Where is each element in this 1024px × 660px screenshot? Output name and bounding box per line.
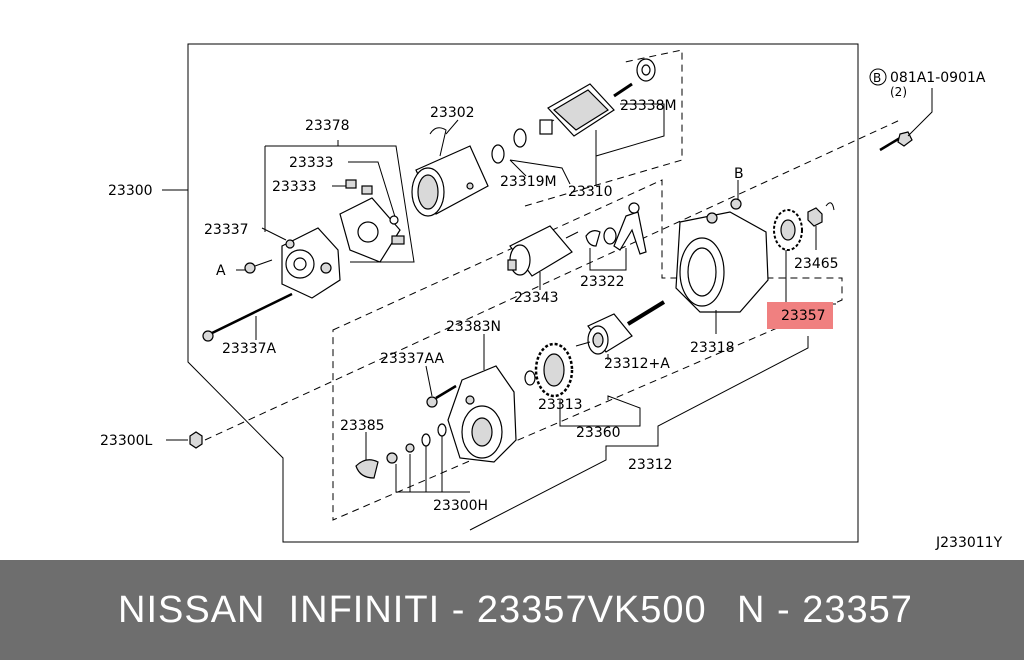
pinion-gear (773, 202, 835, 251)
label-23300h: 23300H (433, 498, 488, 514)
leader-23312 (469, 336, 809, 531)
leader-23319m (509, 159, 571, 185)
dashed-through-bolt-line (204, 119, 901, 441)
label-b: B (734, 166, 744, 182)
circled-b-icon: B (869, 68, 887, 86)
label-qty-2: (2) (890, 85, 907, 99)
small-parts-23300h (386, 423, 470, 493)
leader-23333-a (348, 161, 397, 221)
label-23312a: 23312+A (604, 356, 670, 372)
brush-holder-plate (339, 179, 405, 263)
label-23302: 23302 (430, 105, 475, 121)
solenoid (507, 225, 579, 277)
label-23338m: 23338M (620, 98, 677, 114)
dashed-group-armature (524, 49, 683, 207)
label-23343: 23343 (514, 290, 559, 306)
label-a: A (216, 263, 226, 279)
highlight-23357 (767, 302, 833, 329)
label-081a1: 081A1-0901A (890, 70, 986, 86)
rear-housing (281, 227, 341, 299)
parts-diagram: 23300 23378 23333 23333 23337 A 23337A 2… (100, 43, 1003, 551)
label-23313: 23313 (538, 397, 583, 413)
yoke (411, 127, 489, 217)
svg-text:B: B (873, 71, 881, 85)
label-23333-mid: 23333 (272, 179, 317, 195)
armature (539, 58, 656, 137)
bolt-23337aa (425, 365, 457, 408)
label-23383n: 23383N (446, 319, 501, 335)
label-23385: 23385 (340, 418, 385, 434)
label-23465: 23465 (794, 256, 839, 272)
leader-23360 (559, 395, 641, 427)
through-bolt (202, 292, 293, 342)
label-23337aa: 23337AA (380, 351, 445, 367)
label-23318: 23318 (690, 340, 735, 356)
screw-a (236, 259, 273, 274)
cap-23385 (355, 459, 379, 479)
label-23319m: 23319M (500, 174, 557, 190)
footer-bar: NISSAN INFINITI - 23357VK500 N - 23357 (0, 560, 1024, 660)
label-23322: 23322 (580, 274, 625, 290)
label-23357: 23357 (781, 308, 826, 324)
shift-lever (585, 202, 647, 255)
gear-housing (447, 365, 517, 463)
gear-23313 (524, 342, 574, 398)
label-23360: 23360 (576, 425, 621, 441)
nut-23300l (166, 431, 203, 449)
footer-short-code: N - 23357 (737, 588, 913, 631)
washers-23319m (491, 128, 527, 164)
label-23300l: 23300L (100, 433, 153, 449)
footer-part-number: NISSAN INFINITI - 23357VK500 (118, 588, 707, 631)
front-housing (675, 211, 769, 313)
bracket-23378 (264, 140, 415, 263)
label-23300: 23300 (108, 183, 153, 199)
leader-23302 (445, 119, 459, 135)
label-23378: 23378 (305, 118, 350, 134)
screw-b (730, 180, 742, 210)
clutch-shaft (575, 300, 666, 355)
label-diagram-id: J233011Y (935, 535, 1003, 551)
leader-23337 (261, 227, 287, 241)
label-23310: 23310 (568, 184, 613, 200)
leader-23338m (595, 103, 665, 157)
leader-23322 (589, 248, 627, 271)
label-23337: 23337 (204, 222, 249, 238)
label-23333-top: 23333 (289, 155, 334, 171)
frame-outline (187, 43, 859, 543)
dashed-group-drive (332, 179, 843, 521)
label-23312: 23312 (628, 457, 673, 473)
label-23337a: 23337A (222, 341, 277, 357)
bolt-081a1 (879, 88, 933, 152)
